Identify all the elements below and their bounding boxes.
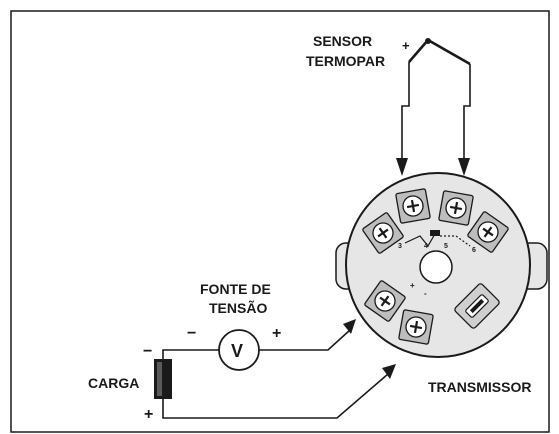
terminal-label-6: 6 — [472, 247, 476, 254]
wire-load-to-transmitter — [162, 373, 389, 419]
terminal-label-5: 5 — [444, 243, 448, 250]
voltmeter-symbol: V — [231, 341, 243, 361]
terminal-right-upper — [467, 211, 509, 253]
load-resistor-icon — [154, 359, 172, 399]
load-label: CARGA — [88, 375, 139, 391]
terminal-left-lower — [364, 280, 406, 322]
sensor-label-line1: SENSOR — [313, 33, 372, 49]
sensor-lead-minus — [463, 64, 471, 160]
terminal-top-right — [438, 190, 474, 226]
wire-source-to-transmitter — [259, 329, 351, 351]
terminal-top-left — [395, 188, 431, 224]
load: CARGA − + — [88, 343, 172, 423]
wire-load-to-source — [162, 349, 219, 359]
diagram-frame — [10, 10, 550, 433]
terminal-label-4: 4 — [424, 243, 428, 250]
terminal-label-plus: + — [410, 281, 415, 290]
sensor-lead-plus — [401, 62, 410, 160]
transmitter-label: TRANSMISSOR — [428, 379, 531, 395]
sensor-plus-sign: + — [402, 38, 410, 53]
center-hole — [419, 250, 453, 284]
voltage-source: FONTE DE TENSÃO − + V — [187, 281, 281, 371]
arrow-sensor-plus — [396, 158, 408, 176]
load-plus-sign: + — [144, 406, 153, 423]
load-minus-sign: − — [143, 343, 152, 360]
terminal-left-upper — [362, 212, 404, 254]
transmitter: 3 4 5 6 + - TRANSMISSOR — [335, 172, 548, 395]
terminal-label-3: 3 — [398, 243, 402, 250]
thermocouple-sensor: SENSOR TERMOPAR + — [306, 33, 471, 176]
terminal-bottom-left — [398, 309, 434, 345]
source-plus-sign: + — [272, 325, 281, 342]
sensor-label-line2: TERMOPAR — [306, 53, 385, 69]
source-label-line2: TENSÃO — [209, 299, 267, 316]
source-label-line1: FONTE DE — [200, 281, 271, 297]
terminal-label-minus: - — [424, 289, 427, 298]
config-port — [454, 283, 500, 329]
arrow-load-to-transmitter — [382, 364, 396, 379]
arrow-source-to-transmitter — [343, 319, 356, 334]
arrow-sensor-minus — [458, 158, 470, 176]
source-minus-sign: − — [187, 325, 196, 342]
